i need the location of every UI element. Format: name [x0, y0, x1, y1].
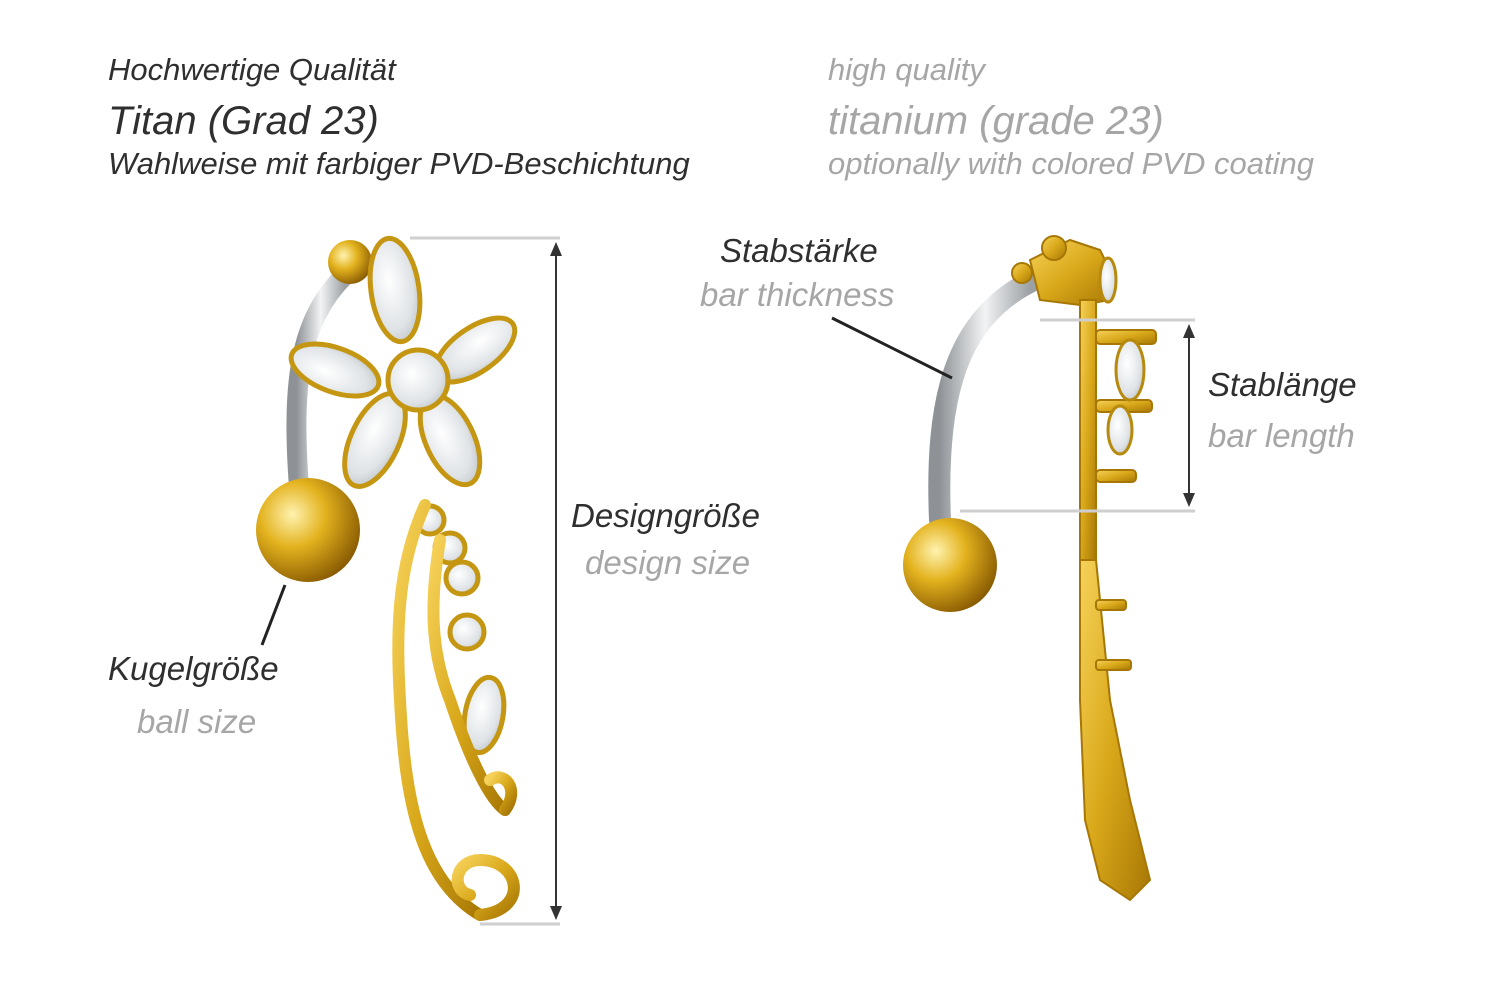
header-material-en: titanium (grade 23)	[828, 99, 1164, 143]
ball-size-leader	[260, 584, 287, 646]
front-bottom-ball	[256, 478, 360, 582]
bar-length-label-en: bar length	[1208, 417, 1355, 454]
header-coating-en: optionally with colored PVD coating	[828, 146, 1314, 181]
bar-length-dimension	[960, 318, 1195, 513]
design-size-dimension	[410, 236, 562, 926]
front-view	[256, 235, 520, 921]
side-bottom-ball	[903, 518, 997, 612]
bar-thickness-label-en: bar thickness	[700, 276, 895, 313]
side-profile	[1028, 238, 1157, 902]
side-gems	[1098, 256, 1146, 456]
header-quality-de: Hochwertige Qualität	[108, 52, 396, 87]
bar-length-label-de: Stablänge	[1208, 366, 1357, 403]
side-top-setting	[1011, 235, 1067, 284]
design-size-label-de: Designgröße	[571, 497, 760, 534]
flower	[288, 235, 518, 489]
bar-thickness-leader	[831, 316, 953, 380]
design-size-label-en: design size	[585, 544, 751, 581]
bar-thickness-label-de: Stabstärke	[720, 232, 878, 269]
front-top-ball	[328, 240, 372, 284]
ball-size-label-en: ball size	[137, 703, 257, 740]
ball-size-label-de: Kugelgröße	[108, 650, 279, 687]
side-view	[903, 235, 1157, 902]
header-quality-en: high quality	[828, 52, 985, 87]
dangle-swirl	[392, 499, 520, 921]
header-coating-de: Wahlweise mit farbiger PVD-Beschichtung	[108, 146, 690, 181]
side-bar	[928, 271, 1041, 531]
header-material-de: Titan (Grad 23)	[108, 99, 379, 143]
